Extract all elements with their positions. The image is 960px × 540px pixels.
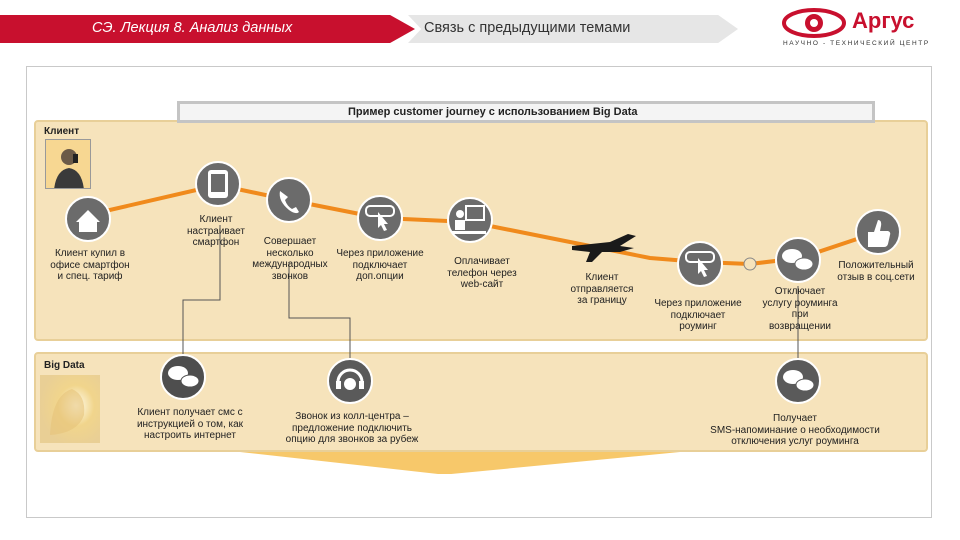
journey-line [87,183,879,266]
header-left-title: СЭ. Лекция 8. Анализ данных [92,20,293,36]
home-icon [76,210,100,232]
headset-icon [336,368,364,383]
bigdata-image [40,375,100,443]
logo-subtitle: НАУЧНО - ТЕХНИЧЕСКИЙ ЦЕНТР [783,40,930,47]
chat-icon [783,370,803,384]
node-disable-roaming [775,237,821,283]
computer-user-icon [465,205,485,221]
node-positive-review [855,209,901,255]
node-travel-plane [572,234,636,262]
connector-setup-sms [182,225,221,356]
node-buy-home [65,196,111,242]
airplane-icon [572,234,636,262]
node-pay-web [447,197,493,243]
node-setup-smartphone [195,161,241,207]
phone-icon [279,191,299,214]
diagram-title: Пример customer journey с использованием… [348,106,638,118]
chat-icon [168,366,188,380]
glowing-face-icon [40,375,100,443]
diagram-title-bar: Пример customer journey с использованием… [177,101,875,123]
lane-label-bigdata: Big Data [44,360,85,371]
header-right-title: Связь с предыдущими темами [424,20,631,36]
person-icon [46,140,90,188]
node-app-options [357,195,403,241]
lane-label-client: Клиент [44,126,80,137]
node-calls-phone [266,177,312,223]
chat-icon [782,249,802,263]
node-sms-roaming [775,358,821,404]
journey-waypoint [743,257,757,271]
node-sms-setup [160,354,206,400]
slide-frame [26,66,932,518]
connector-calls-callcenter [288,262,351,360]
argus-logo-icon [782,8,846,38]
bigdata-label-callcenter: Звонок из колл-центра –предложение подкл… [285,411,419,445]
logo-name: Аргус [852,8,915,33]
header-section-tab: СЭ. Лекция 8. Анализ данных [0,15,415,43]
node-app-roaming [677,241,723,287]
thumbs-up-icon [868,220,891,247]
header-topic-tab: Связь с предыдущими темами [408,15,738,43]
node-callcenter [327,358,373,404]
client-photo [45,139,91,189]
